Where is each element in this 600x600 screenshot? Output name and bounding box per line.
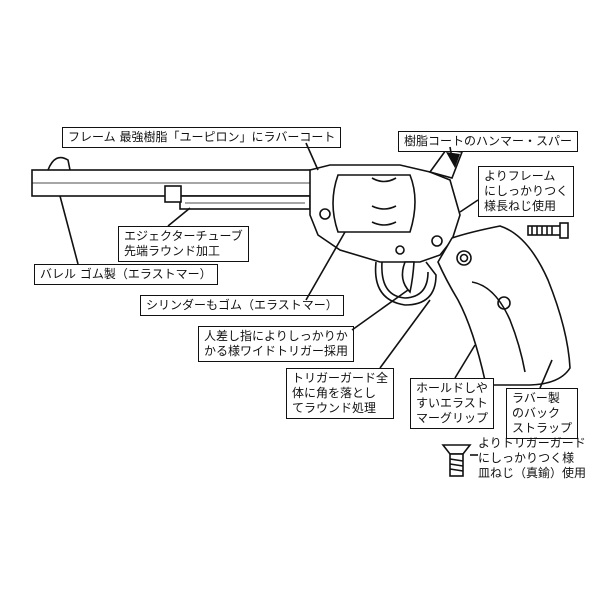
label-frame: フレーム 最強樹脂「ユーピロン」にラバーコート <box>62 127 342 148</box>
trigger-guard-shape <box>374 261 437 306</box>
label-trigger-guard: トリガーガード全 体に角を落とし てラウンド処理 <box>286 368 395 419</box>
label-frame-screw: よりフレーム にしっかりつく 様長ねじ使用 <box>478 166 575 217</box>
grip-shape <box>437 225 571 386</box>
label-hammer: 樹脂コートのハンマー・スパー <box>398 131 579 152</box>
label-ejector: エジェクターチューブ 先端ラウンド加工 <box>118 226 249 262</box>
cylinder-shape <box>332 174 416 233</box>
label-guard-screw: よりトリガーガード にしっかりつく様 皿ねじ（真鍮）使用 <box>478 436 587 480</box>
label-barrel: バレル ゴム製（エラストマー） <box>34 264 218 285</box>
label-trigger: 人差し指によりしっかりか かる様ワイドトリガー採用 <box>198 326 355 362</box>
label-backstrap: ラバー製 のバック ストラップ <box>506 388 579 439</box>
label-grip: ホールドしや すいエラスト マーグリップ <box>410 378 495 429</box>
hammer-shape <box>428 149 464 179</box>
label-cylinder: シリンダーもゴム（エラストマー） <box>140 295 344 316</box>
